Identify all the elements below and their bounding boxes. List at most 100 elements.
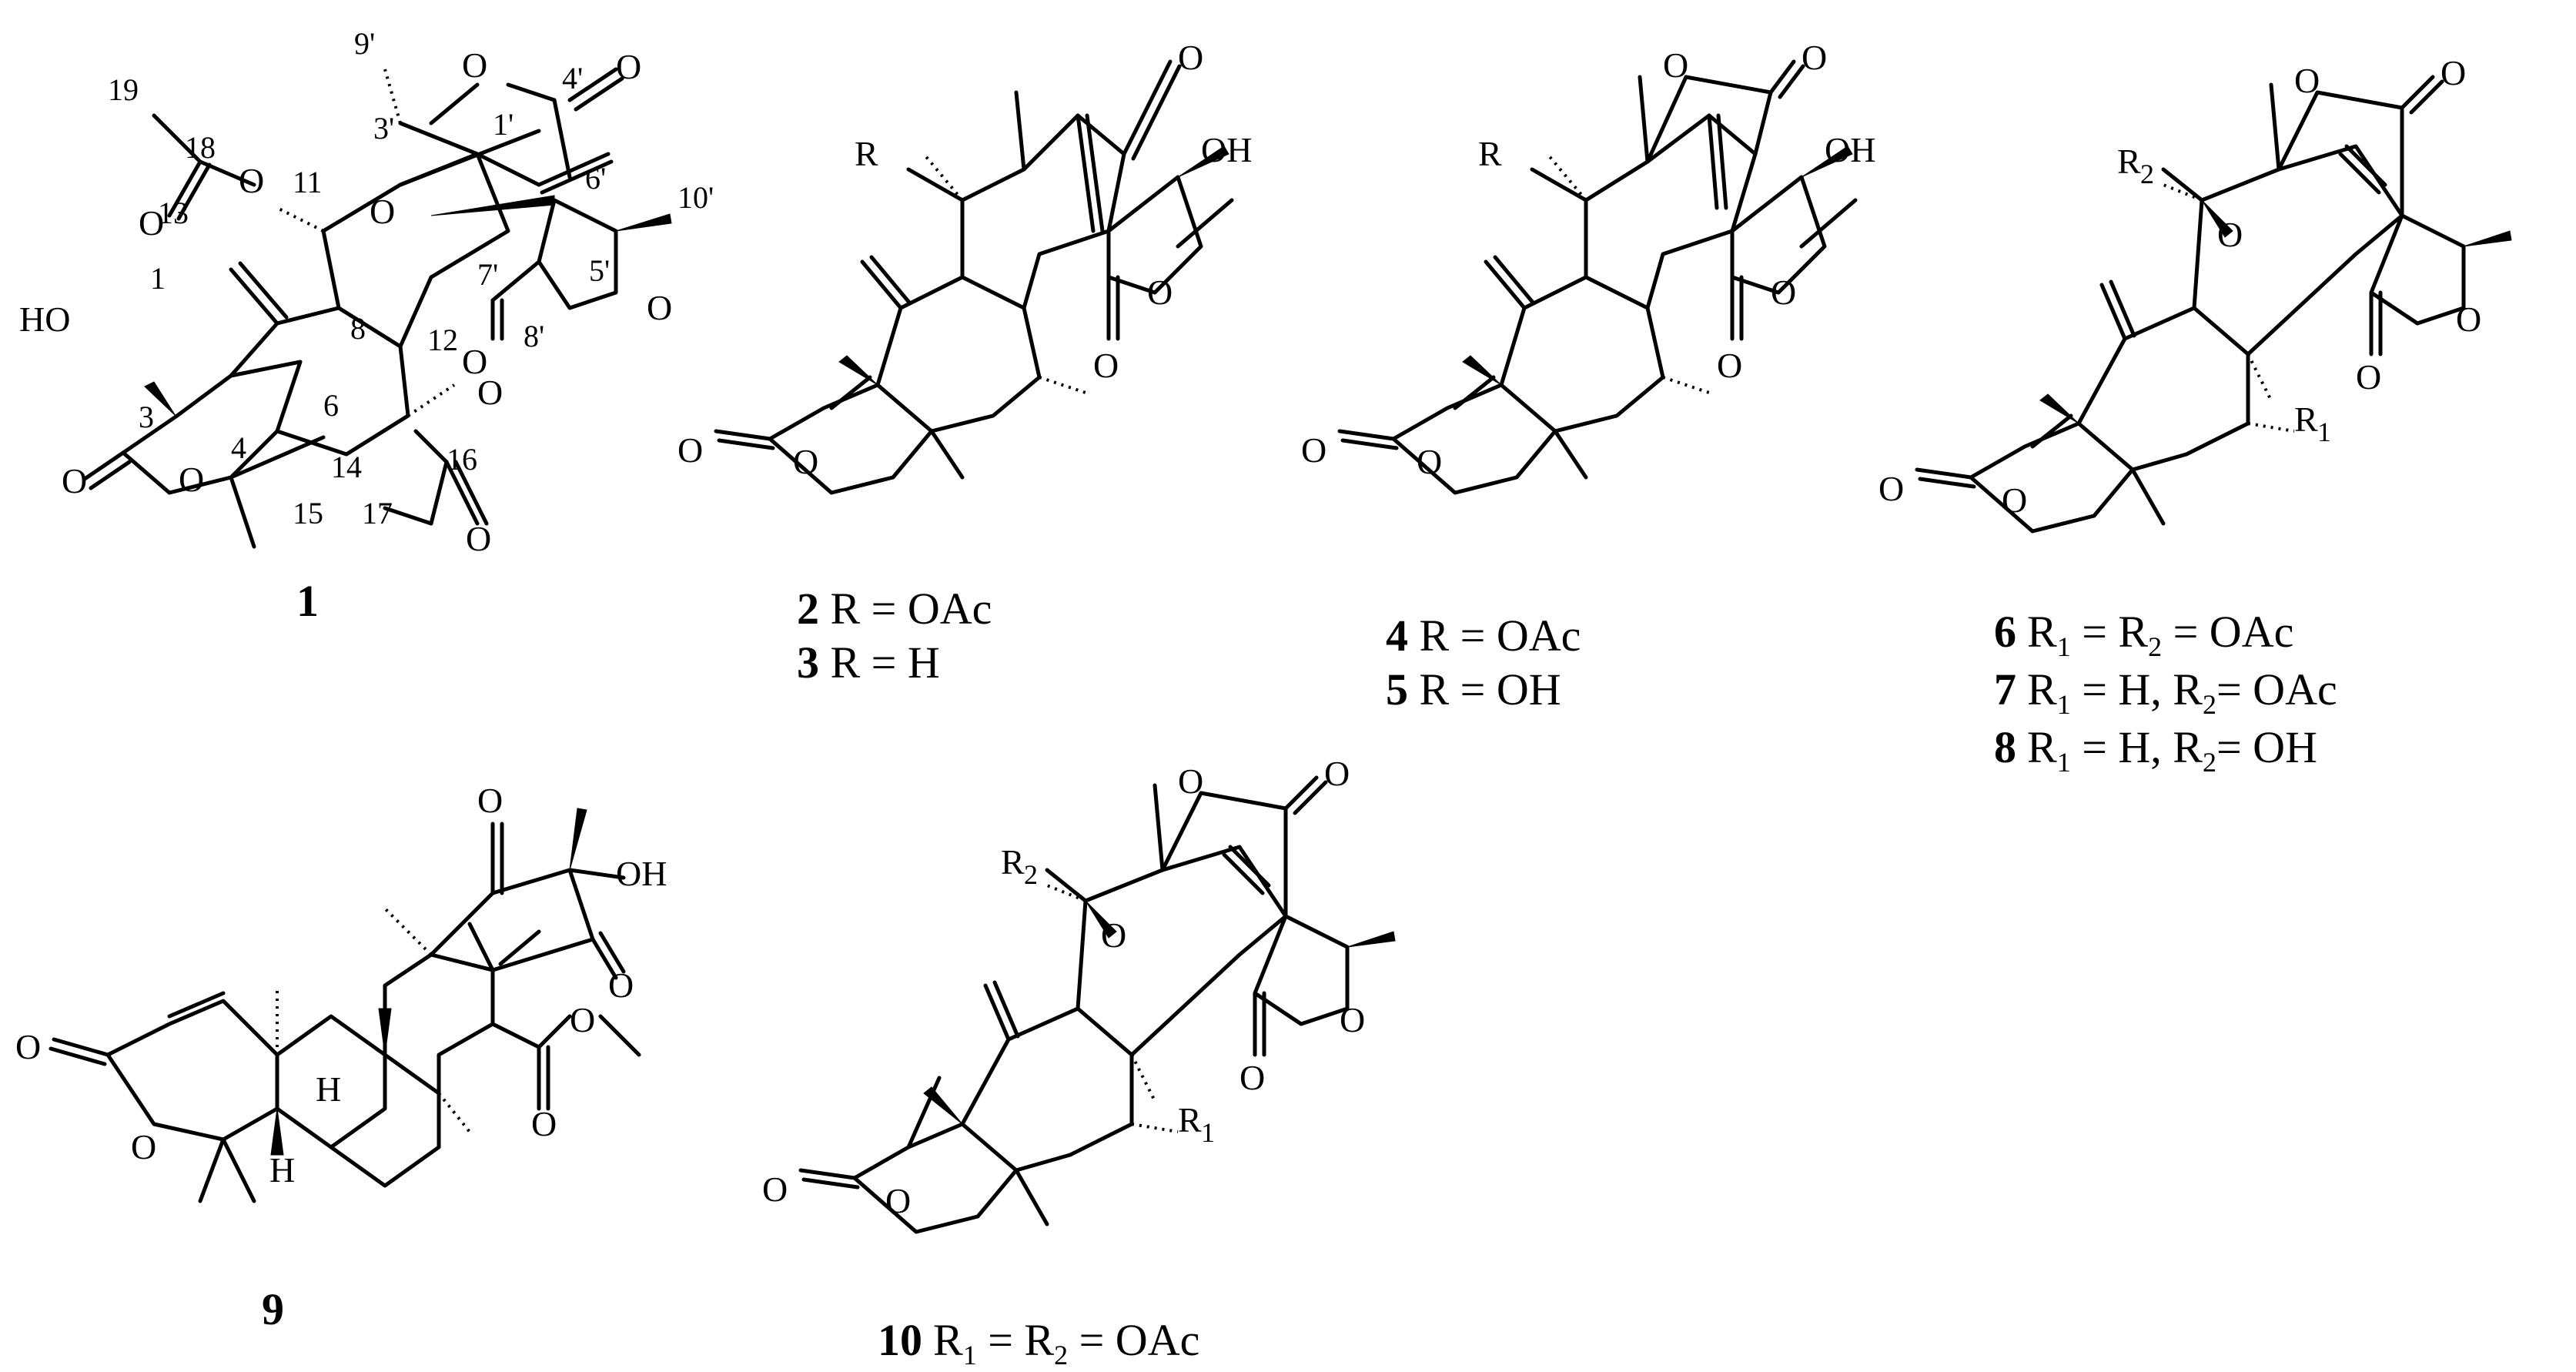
atom-label: O	[2002, 480, 2027, 520]
atom-label: O	[131, 1127, 156, 1166]
atom-label: O	[370, 192, 395, 231]
atom-label: O	[2441, 53, 2466, 92]
r-group-subscript: 2	[2203, 689, 2216, 720]
caption-compound-2: 2 R = OAc	[797, 584, 992, 634]
substituent-definition: = R	[977, 1315, 1055, 1365]
substituent-definition: = OAc	[2216, 664, 2337, 714]
atom-label: O	[608, 965, 634, 1005]
r-group-subscript: 1	[963, 1340, 977, 1370]
atom-label: O	[1178, 38, 1203, 77]
atom-label: O	[793, 442, 818, 481]
atom-label: O	[1878, 469, 1904, 508]
atom-label: O	[2456, 299, 2481, 339]
substituent-definition: = H, R	[2071, 664, 2203, 714]
atom-label: O	[1147, 273, 1173, 312]
atom-label: O	[1663, 45, 1688, 85]
atom-label: O	[1717, 346, 1742, 385]
atom-label: O	[2294, 61, 2320, 100]
r-group-subscript: 1	[2057, 747, 2071, 778]
locant: 6'	[585, 161, 606, 196]
locant: 12	[427, 323, 458, 357]
atom-label: O	[462, 45, 487, 85]
locant: 14	[331, 450, 362, 484]
locant: 16	[447, 442, 477, 477]
compound-number: 2	[797, 584, 819, 634]
r-group-subscript: 2	[2148, 631, 2162, 662]
locant: 13	[158, 196, 189, 230]
atom-label: O	[462, 342, 487, 381]
atom-label: R	[1478, 134, 1502, 173]
locant: 9'	[354, 26, 375, 61]
compound-number: 3	[797, 637, 819, 688]
atom-label: O	[1771, 273, 1796, 312]
atom-label: O	[15, 1027, 41, 1066]
structure-compound-9: O OH O O O O O H H 9	[15, 781, 667, 1334]
structure-compound-1: HO O O O O O O O O O O O 1 3 4 6 8 11 12…	[19, 26, 714, 626]
substituent-definition: = OAc	[1068, 1315, 1199, 1365]
locant: 18	[185, 130, 216, 165]
atom-label: O	[139, 203, 164, 243]
atom-label-subscript: 2	[1024, 859, 1038, 890]
r-group-label: R	[2027, 607, 2057, 657]
atom-label: O	[1802, 38, 1827, 77]
atom-label: O	[647, 288, 672, 327]
atom-label: O	[2217, 215, 2243, 254]
caption-compound-4: 4 R = OAc	[1386, 611, 1581, 661]
atom-label: O	[62, 461, 87, 500]
atom-label: O	[1324, 754, 1350, 793]
r-group-subscript: 1	[2057, 689, 2071, 720]
atom-label: O	[466, 519, 491, 558]
substituent-definition: R = OAc	[1408, 611, 1581, 661]
locant: 3'	[373, 111, 394, 146]
substituent-definition: R = OH	[1408, 664, 1561, 714]
locant: 6	[323, 388, 339, 423]
atom-label: O	[2356, 357, 2381, 397]
atom-label: O	[570, 1000, 595, 1039]
atom-label: O	[531, 1104, 557, 1143]
compound-label: 9	[262, 1284, 284, 1334]
substituent-definition: = OAc	[2162, 607, 2293, 657]
compound-label: 1	[296, 576, 319, 626]
atom-label: O	[1239, 1058, 1265, 1097]
atom-label: O	[762, 1170, 788, 1209]
atom-label: H	[269, 1150, 295, 1190]
atom-label: O	[1178, 761, 1203, 801]
atom-label: O	[239, 161, 264, 200]
substituent-definition: R = H	[819, 637, 940, 688]
atom-label: R	[2294, 400, 2318, 439]
atom-label: O	[1301, 430, 1326, 470]
atom-label: O	[477, 781, 503, 820]
structure-compounds-2-3: R O OH O O O O 2 R = OAc 3 R = H	[677, 38, 1252, 688]
atom-label: H	[316, 1069, 341, 1109]
locant: 19	[108, 72, 139, 107]
locant: 3	[139, 400, 154, 434]
r-group-label: R	[2027, 664, 2057, 714]
atom-label: O	[1340, 1000, 1365, 1039]
r-group-subscript: 2	[1054, 1340, 1068, 1370]
substituent-definition: = H, R	[2071, 722, 2203, 772]
locant: 8	[350, 311, 366, 346]
locant: 8'	[524, 319, 544, 353]
atom-label: O	[477, 373, 503, 412]
compound-number: 8	[1994, 722, 2016, 772]
locant: 5'	[589, 253, 610, 288]
caption-compound-5: 5 R = OH	[1386, 664, 1561, 714]
atom-label: R	[1001, 842, 1025, 882]
atom-label-subscript: 1	[1201, 1117, 1215, 1148]
atom-label: R	[855, 134, 878, 173]
locant: 1'	[493, 107, 514, 142]
atom-label: O	[1101, 915, 1126, 955]
r-group-subscript: 2	[2203, 747, 2216, 778]
substituent-definition: = OH	[2216, 722, 2317, 772]
compound-number: 7	[1994, 664, 2016, 714]
atom-label: O	[179, 460, 204, 499]
r-group-label: R	[933, 1315, 963, 1365]
atom-label: R	[1178, 1100, 1202, 1139]
r-group-label: R	[2027, 722, 2057, 772]
structure-compounds-4-5: R O O OH O O O O 4 R = OAc 5 R = OH	[1301, 38, 1875, 714]
